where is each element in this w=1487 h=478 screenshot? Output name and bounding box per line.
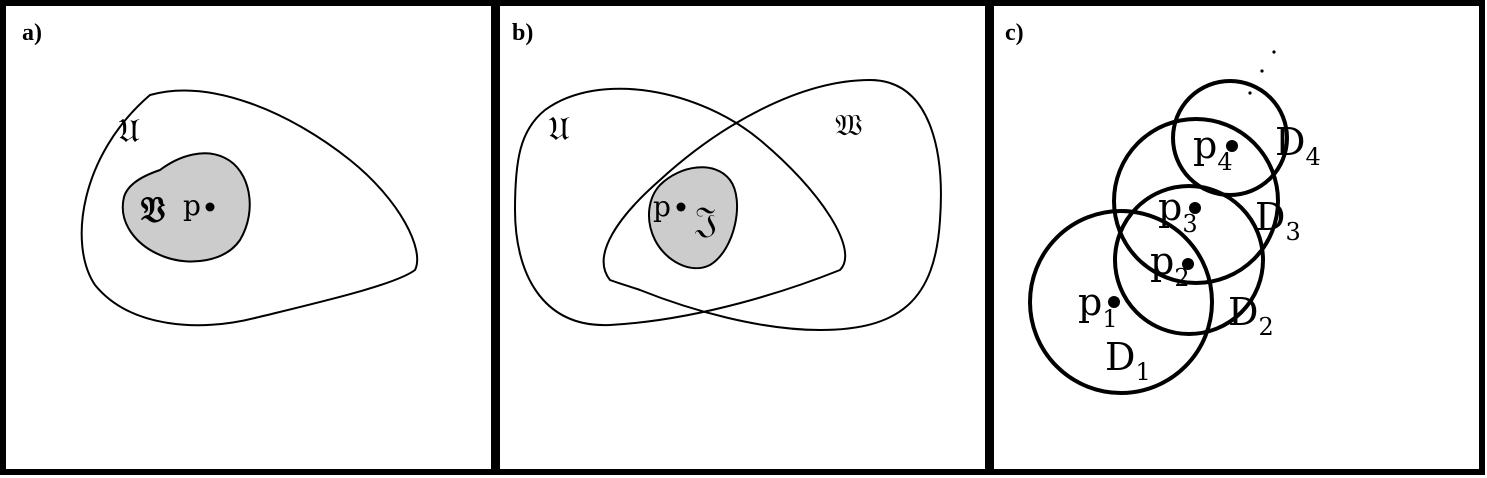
- point-p3-label: p3: [1158, 185, 1198, 238]
- set-v-label: 𝔙: [140, 189, 165, 231]
- panel-b-label: b): [512, 20, 533, 46]
- point-p-label-b: p: [653, 190, 671, 223]
- continuation-dot: [1272, 50, 1276, 54]
- point-p1-label: p1: [1078, 280, 1118, 333]
- point-p-dot: [205, 202, 215, 212]
- panel-c-label: c): [1005, 20, 1024, 46]
- disc-d3-label: D3: [1255, 195, 1301, 246]
- point-p4-dot: [1226, 140, 1238, 152]
- disc-d3: [1112, 117, 1280, 285]
- set-v-region: [121, 152, 251, 263]
- point-p1-dot: [1108, 296, 1120, 308]
- disc-d4: [1171, 79, 1289, 197]
- panel-a: a) 𝔘 𝔙 p: [22, 20, 419, 327]
- set-u-label: 𝔘: [118, 111, 140, 151]
- point-p2-dot: [1182, 258, 1194, 270]
- disc-d1-label: D1: [1105, 335, 1151, 386]
- panel-b: b) 𝔘 𝔚 𝔍 p: [512, 20, 942, 332]
- set-i-region: [648, 166, 738, 270]
- set-u-outline-b: [513, 87, 847, 327]
- disc-d2: [1113, 184, 1265, 336]
- set-u-outline: [80, 89, 419, 327]
- continuation-dot: [1248, 91, 1252, 95]
- continuation-dot: [1260, 69, 1264, 73]
- point-p4-label: p4: [1193, 123, 1233, 176]
- set-w-label: 𝔚: [835, 108, 862, 143]
- panel-c-frame: [988, 0, 1485, 475]
- panel-b-frame: [494, 0, 991, 475]
- panel-a-frame: [0, 0, 497, 475]
- set-w-outline: [602, 78, 942, 332]
- point-p3-dot: [1189, 202, 1201, 214]
- set-i-label: 𝔍: [694, 200, 717, 241]
- disc-d2-label: D2: [1228, 290, 1274, 341]
- point-p-dot-b: [676, 202, 686, 212]
- panel-c: c) p1 p2 p3 p4 D1 D2 D3 D4: [1005, 20, 1321, 395]
- point-p-label: p: [183, 189, 201, 222]
- disc-d1: [1028, 209, 1214, 395]
- set-u-label-b: 𝔘: [548, 109, 570, 149]
- disc-d4-label: D4: [1275, 120, 1321, 171]
- point-p2-label: p2: [1150, 239, 1190, 292]
- panel-a-label: a): [22, 20, 42, 46]
